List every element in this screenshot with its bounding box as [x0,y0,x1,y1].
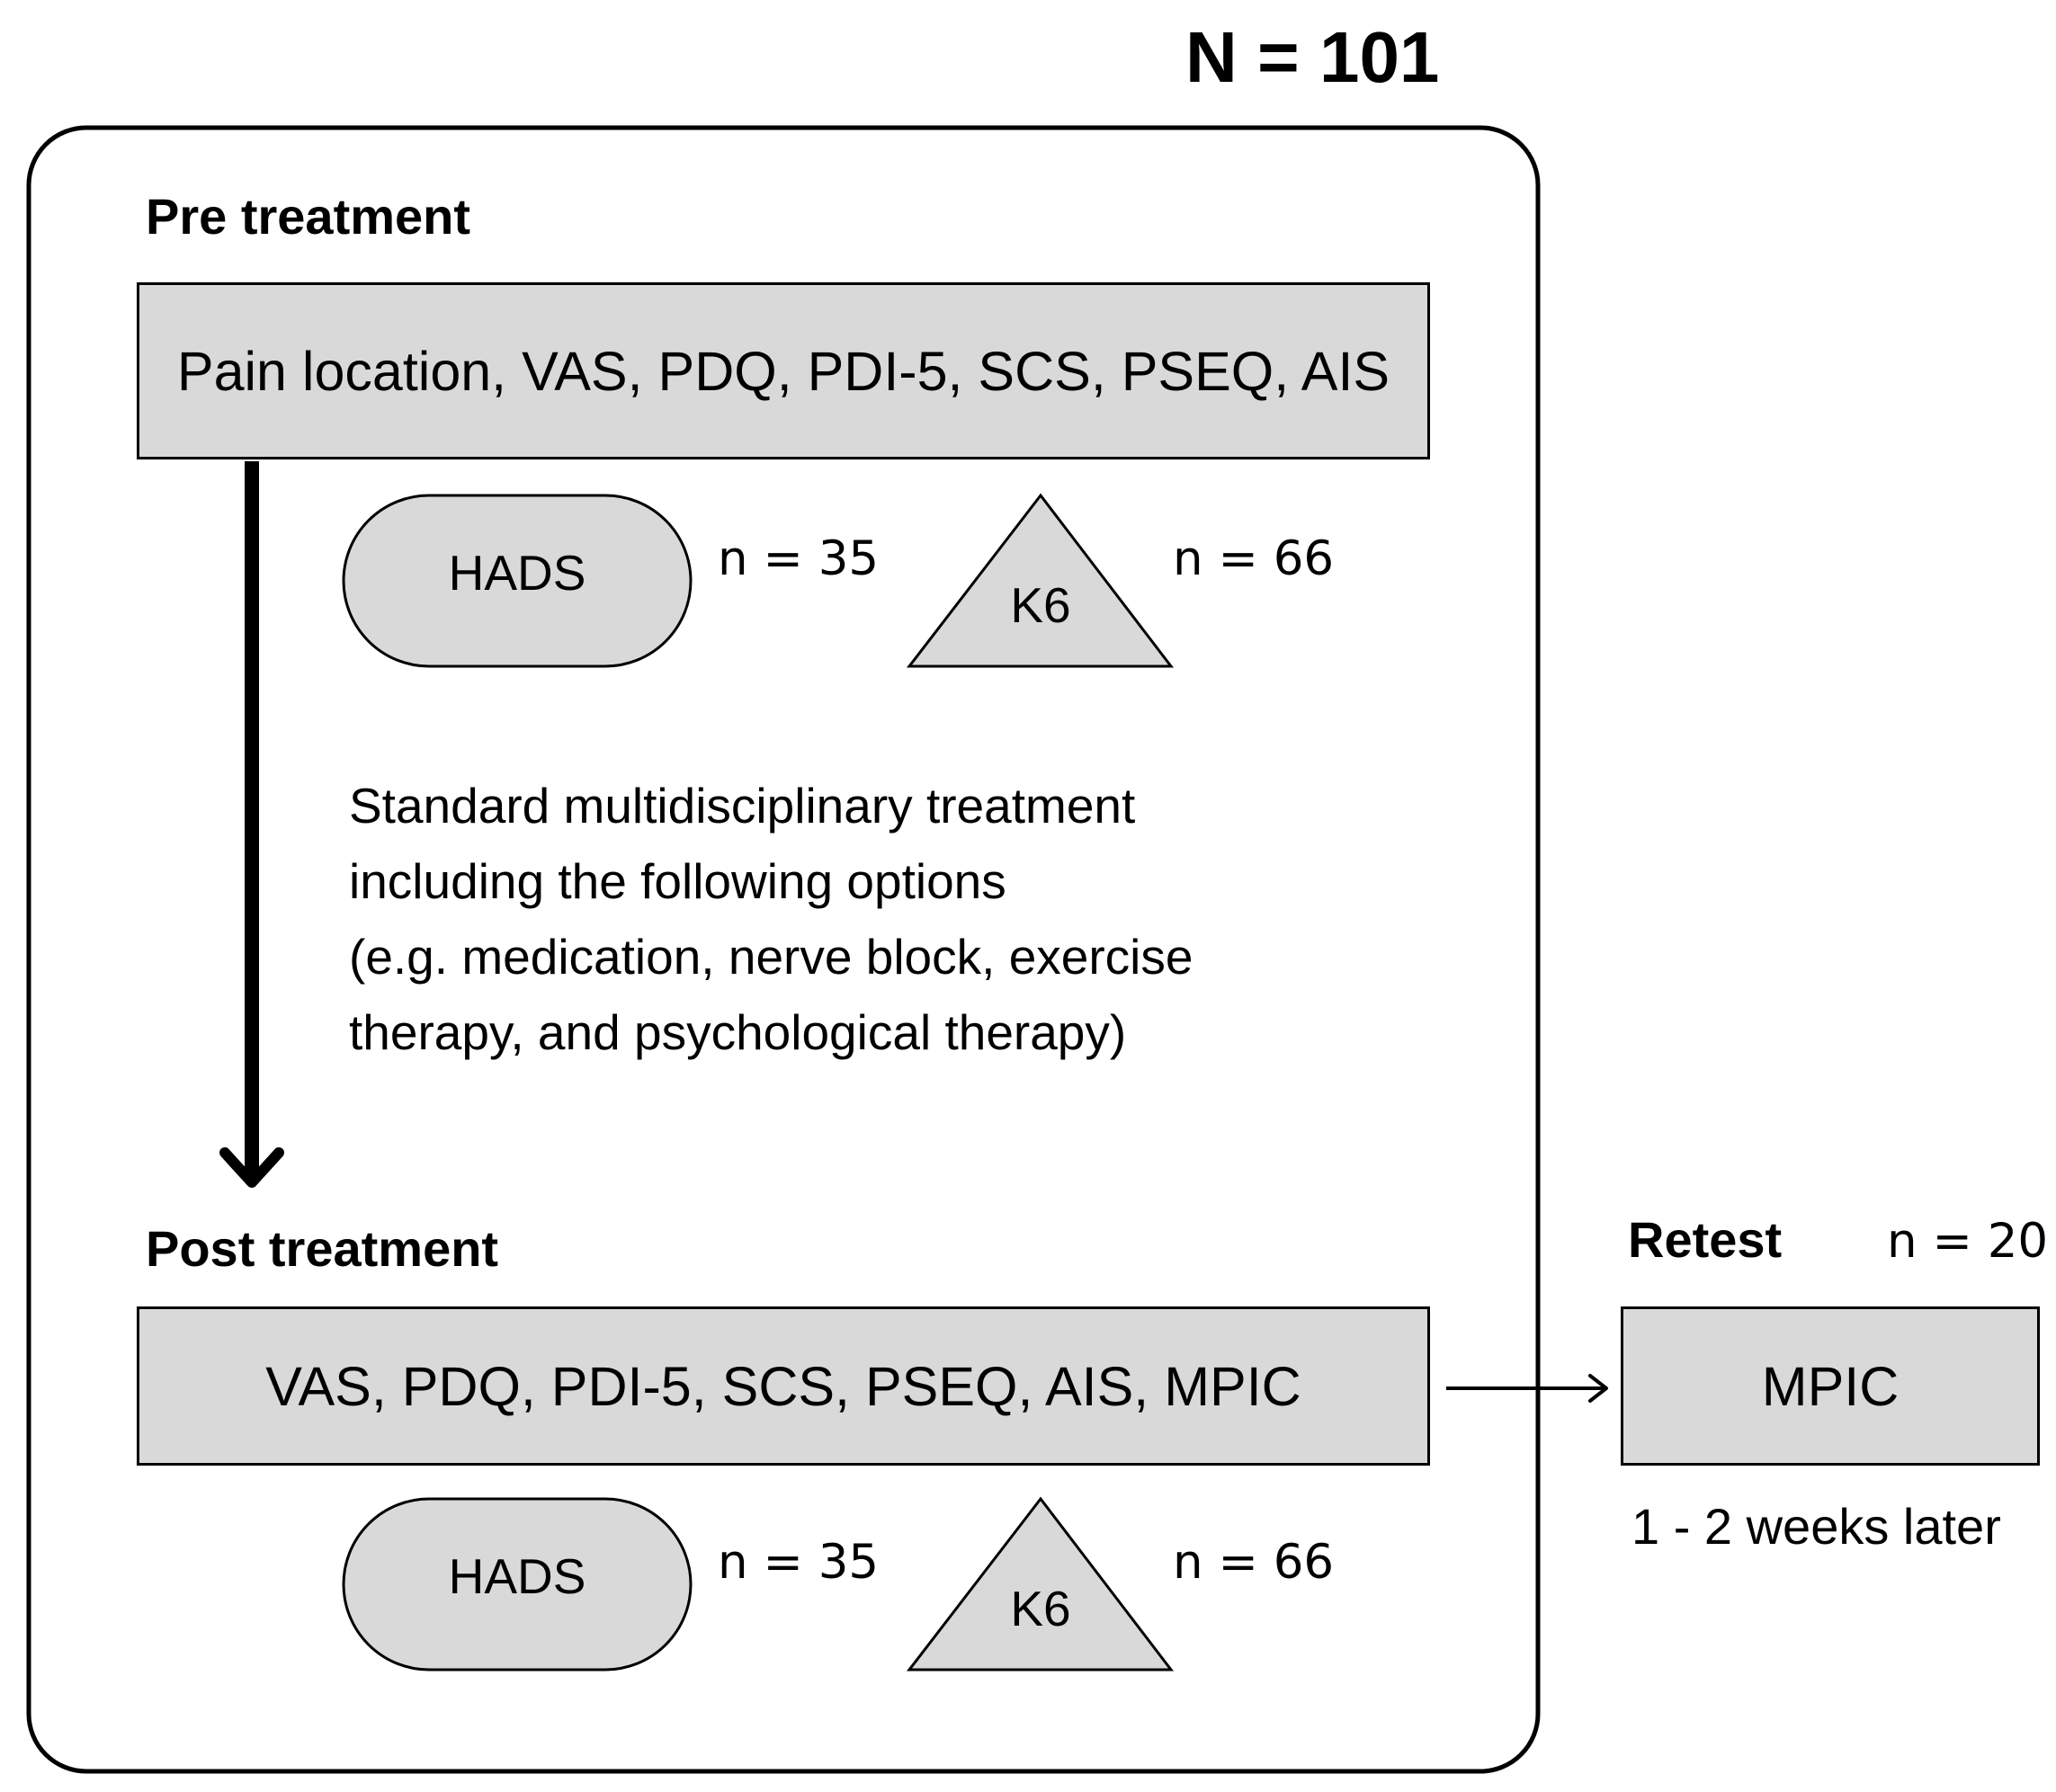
post-measures-box: VAS, PDQ, PDI-5, SCS, PSEQ, AIS, MPIC [137,1306,1430,1466]
retest-title: Retest [1628,1211,1783,1268]
post-hads-label: HADS [448,1548,586,1604]
treatment-description: Standard multidisciplinary treatment inc… [349,768,1193,1070]
post-measures-text: VAS, PDQ, PDI-5, SCS, PSEQ, AIS, MPIC [265,1355,1301,1417]
treatment-line-3: (e.g. medication, nerve block, exercise [349,929,1193,985]
retest-timing: 1 - 2 weeks later [1631,1498,2001,1555]
pre-k6-shape [906,493,1175,668]
pre-k6-n: n = 66 [1173,531,1335,586]
post-treatment-title: Post treatment [146,1220,499,1277]
treatment-arrow [219,461,284,1188]
pre-treatment-title: Pre treatment [146,188,471,245]
retest-measure-text: MPIC [1761,1355,1900,1417]
retest-arrow [1446,1374,1608,1403]
pre-measures-text: Pain location, VAS, PDQ, PDI-5, SCS, PSE… [176,340,1390,402]
pre-hads-n: n = 35 [718,531,880,586]
retest-measure-box: MPIC [1621,1306,2040,1466]
pre-hads-shape [342,494,693,668]
pre-k6-label: K6 [1010,577,1071,633]
treatment-line-1: Standard multidisciplinary treatment [349,778,1136,834]
post-hads-n: n = 35 [718,1535,880,1590]
post-k6-n: n = 66 [1173,1535,1335,1590]
retest-n: n = 20 [1887,1214,2049,1269]
total-sample-label: N = 101 [1185,17,1440,97]
pre-measures-box: Pain location, VAS, PDQ, PDI-5, SCS, PSE… [137,282,1430,459]
pre-hads-label: HADS [448,545,586,601]
post-k6-shape [906,1496,1175,1672]
treatment-line-4: therapy, and psychological therapy) [349,1004,1127,1060]
post-hads-shape [342,1497,693,1672]
treatment-line-2: including the following options [349,853,1006,909]
study-frame [26,125,1541,1774]
post-k6-label: K6 [1010,1581,1071,1636]
